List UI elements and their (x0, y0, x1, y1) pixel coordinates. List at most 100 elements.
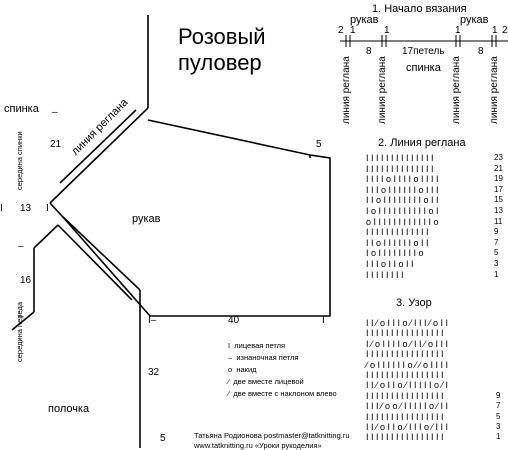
raglan-vert-2: линия реглана (377, 56, 388, 124)
raglan-line-outer (49, 107, 149, 204)
raglan-row-number: 3 (494, 259, 499, 268)
raglan-row-number: 17 (494, 184, 503, 194)
pattern-row: I I I I I I I I I I I I I I I I (366, 370, 444, 380)
mid-num-left: 8 (366, 46, 372, 57)
raglan-row: I o I I I I I I I I o (366, 248, 424, 259)
footer-line2: www.tatknitting.ru «Уроки рукоделия» (194, 441, 322, 450)
start-num-6: 2 (502, 25, 508, 36)
raglan-front-line (57, 224, 133, 301)
legend-yo-label: накид (236, 365, 257, 374)
raglan-row: I I o I I I I I I I I o I I (366, 195, 439, 206)
back-center-label: середина спинки (15, 131, 24, 190)
dash-mark-2: – (18, 241, 24, 252)
pattern-row-number: 7 (496, 401, 501, 411)
title-line1: Розовый (178, 24, 266, 49)
raglan-row: I I I I o I I I I o I I I I (366, 174, 439, 185)
mid-num-center: 17петель (402, 46, 445, 57)
start-num-3: 1 (384, 25, 390, 36)
neck-join (49, 202, 63, 217)
raglan-row: I I I o I I o I I (366, 259, 414, 269)
legend-yo: o накид (228, 366, 257, 374)
section3-heading: 3. Узор (396, 297, 432, 309)
dash-mark-3: – (18, 311, 24, 322)
neck-front-top (33, 224, 59, 249)
purl-icon: – (228, 353, 237, 362)
dim-40: 40 (228, 315, 240, 326)
raglan-row: o I I I I I I I I I I I I o (366, 216, 439, 227)
pattern-row-number: 3 (496, 422, 501, 431)
tick-mark-left: I (0, 203, 3, 214)
dim-5-top: 5 (316, 139, 322, 150)
mid-num-right: 8 (478, 46, 484, 57)
raglan-row-number: 13 (494, 206, 503, 215)
dim-21: 21 (50, 139, 62, 150)
footer-line1: Татьяна Родионова postmaster@tatknitting… (194, 431, 350, 440)
dim-13: 13 (20, 203, 32, 214)
section1-back-label: спинка (406, 62, 441, 74)
ssk-icon: ⁄ (228, 389, 234, 398)
k2tog-icon: ⁄ (228, 377, 234, 386)
raglan-row: I I I o I I I I I I o I I I (366, 184, 439, 195)
pattern-row: I I ⁄ o I I o ⁄ I I I o ⁄ I I I (366, 422, 449, 432)
pattern-row: I I I I I I I I I I I I I I I I (366, 411, 444, 422)
sleeve-left-mark: I– (148, 315, 157, 326)
pattern-row-number: 9 (496, 390, 501, 400)
raglan-row-number: 7 (494, 237, 499, 247)
sleeve-right-mark: I (322, 315, 325, 326)
raglan-vert-1: линия реглана (341, 56, 352, 124)
sleeve-left-label: рукав (350, 14, 379, 26)
pattern-row: ⁄ o I I I I I I o ⁄ ⁄ o I I I I (366, 359, 449, 370)
title-line2: пуловер (178, 50, 262, 75)
pattern-row: I I I I I I I I I I I I I I I I (366, 432, 444, 443)
start-num-4: 1 (455, 25, 461, 36)
raglan-row: I I I I I I I I (366, 269, 404, 280)
raglan-row-number: 11 (494, 216, 503, 226)
raglan-line-inner (59, 109, 137, 184)
dim-16: 16 (20, 275, 32, 286)
pattern-row: I I I ⁄ o o ⁄ I I I I I o ⁄ I I (366, 401, 449, 412)
pattern-row: I ⁄ o I I I I o ⁄ I I ⁄ o I I I (366, 338, 449, 349)
start-num-1: 2 (338, 25, 344, 36)
raglan-row: I I I I I I I I I I I I I (366, 227, 429, 238)
front-center-label: середина переда (15, 301, 24, 362)
sleeve-label: рукав (132, 213, 161, 225)
raglan-row: I I I I I I I I I I I I I I (366, 153, 434, 163)
pattern-row: I I ⁄ o I I I o ⁄ I I I ⁄ o I I (366, 318, 449, 328)
sleeve-right-label: рукав (460, 14, 489, 26)
legend-k2tog-label: две вместе лицевой (233, 377, 304, 386)
sleeve-outline (61, 119, 331, 317)
legend-ssk-label: две вместе с наклоном влево (233, 389, 337, 398)
raglan-row-number: 19 (494, 174, 503, 184)
dim-32: 32 (148, 367, 160, 378)
raglan-row: I o I I I I I I I I I I o I (366, 206, 439, 216)
pattern-row-number: 1 (496, 432, 501, 442)
raglan-row-number: 9 (494, 227, 499, 237)
legend-purl: – изнаночная петля (228, 354, 299, 362)
neck-front-bottom (11, 311, 35, 331)
raglan-row-number: 21 (494, 163, 503, 173)
raglan-vert-4: линия реглана (489, 56, 500, 124)
yo-icon: o (228, 365, 237, 374)
start-num-2: 1 (350, 25, 356, 36)
dash-mark-1: – (52, 107, 58, 118)
raglan-row-number: 23 (494, 153, 503, 162)
tick-mark-right: I (46, 203, 49, 214)
section2-heading: 2. Линия реглана (378, 137, 466, 149)
raglan-vert-3: линия реглана (451, 56, 462, 124)
raglan-row-number: 1 (494, 269, 499, 279)
pattern-row: I I I I I I I I I I I I I I I I (366, 390, 444, 401)
start-num-5: 1 (492, 25, 498, 36)
dim-5-bottom: 5 (160, 433, 166, 444)
raglan-row: I I I I I I I I I I I I I I (366, 163, 434, 174)
pattern-row-number: 5 (496, 411, 501, 421)
pattern-row: I I ⁄ o I I o ⁄ I I I I I o ⁄ I (366, 380, 449, 391)
back-label: спинка (4, 103, 39, 115)
raglan-row-number: 5 (494, 248, 499, 258)
legend-purl-label: изнаночная петля (236, 353, 299, 362)
knit-icon: I (228, 341, 235, 350)
pattern-row: I I I I I I I I I I I I I I I I (366, 349, 444, 360)
legend-ssk: ⁄ две вместе с наклоном влево (228, 390, 337, 398)
pattern-row: I I I I I I I I I I I I I I I I (366, 328, 444, 339)
legend-knit: I лицевая петля (228, 342, 285, 350)
